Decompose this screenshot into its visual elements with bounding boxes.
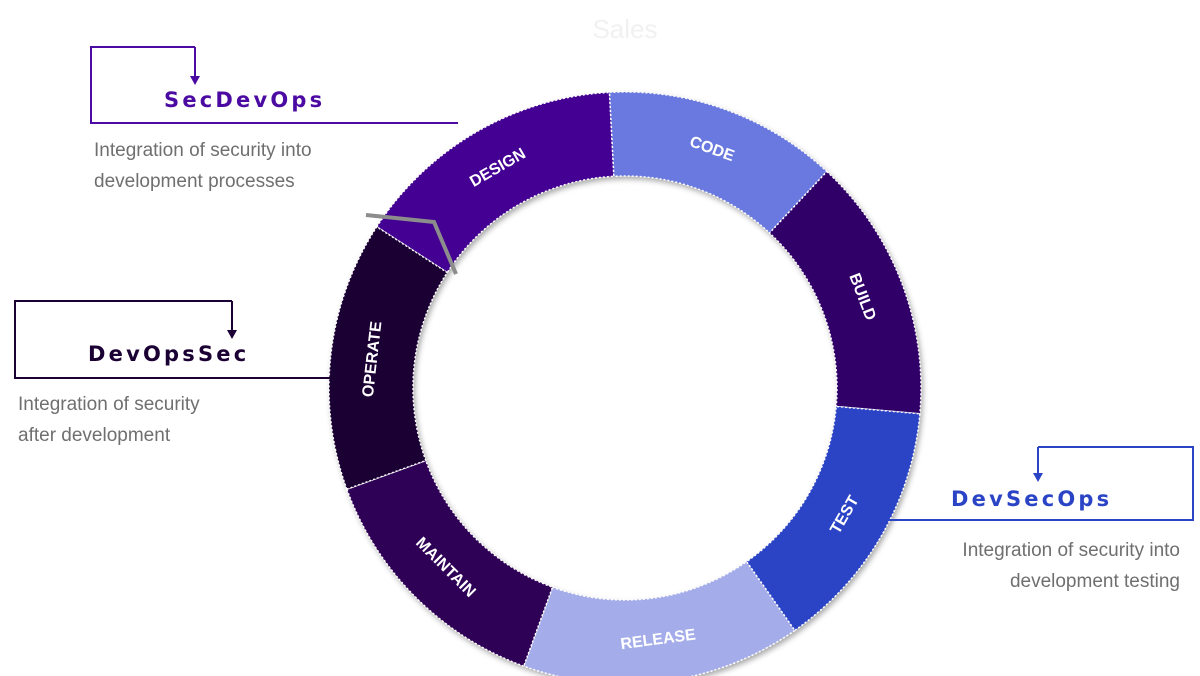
devopssec-arrow-icon: [227, 330, 237, 339]
devopssec-heading: DevOpsSec: [88, 342, 250, 366]
faint-title: Sales: [592, 14, 658, 44]
secdevops-description: Integration of security into development…: [94, 135, 312, 197]
secdevops-line-1: Integration of security into: [94, 140, 312, 161]
ring-segments: [328, 91, 922, 676]
devsecops-connector: [884, 446, 1194, 521]
ring-segment-release: [522, 560, 796, 676]
devsecops-heading: DevSecOps: [951, 487, 1113, 511]
devsecops-arrow-icon: [1033, 473, 1043, 482]
devsecops-line-1: Integration of security into: [962, 540, 1180, 561]
secdevops-connector: [90, 46, 458, 124]
phase-boundary-marker: [365, 213, 458, 275]
devsecops-line-2: development testing: [1009, 571, 1180, 592]
ring-segment-test: [745, 405, 921, 632]
devsecops-description: Integration of security into development…: [880, 535, 1180, 597]
devopssec-line-2: after development: [18, 425, 171, 446]
ring-segment-build: [768, 170, 922, 415]
secdevops-heading: SecDevOps: [164, 88, 326, 112]
ring-segment-operate: [328, 225, 449, 491]
secdevops-arrow-icon: [190, 76, 200, 85]
ring-segment-design: [375, 91, 615, 274]
devopssec-description: Integration of security after developmen…: [18, 389, 200, 451]
devopssec-connector: [14, 300, 330, 379]
devopssec-line-1: Integration of security: [18, 394, 200, 415]
ring-segment-maintain: [345, 459, 554, 668]
secdevops-line-2: development processes: [94, 171, 295, 192]
